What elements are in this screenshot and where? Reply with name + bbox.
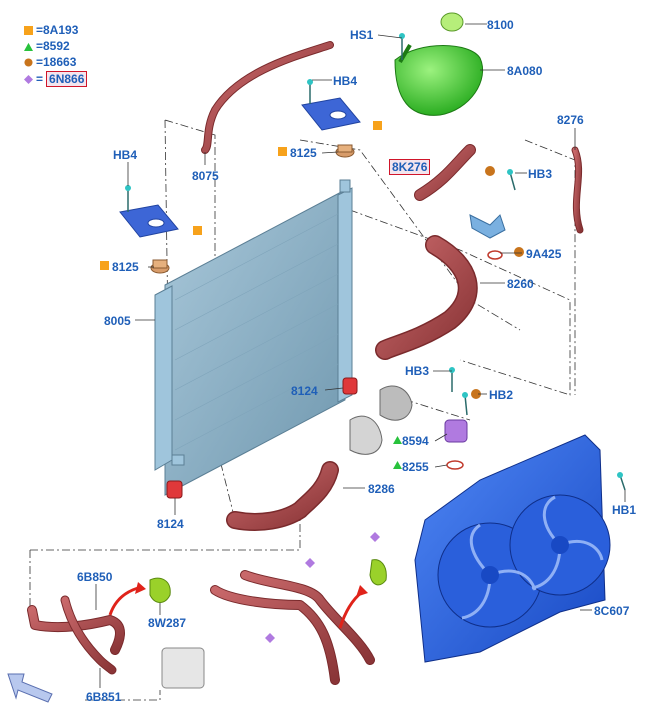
label-hs1: HS1 bbox=[350, 28, 374, 42]
o-ring-8255 bbox=[446, 460, 464, 470]
triangle-symbol-icon bbox=[24, 42, 33, 51]
label-hb1: HB1 bbox=[612, 503, 637, 517]
label-8w287: 8W287 bbox=[148, 616, 187, 630]
grommet-8125-left bbox=[150, 259, 170, 274]
label-6b850: 6B850 bbox=[77, 570, 113, 584]
square-markers bbox=[100, 121, 382, 270]
clip-right bbox=[369, 559, 387, 586]
label-8100: 8100 bbox=[487, 18, 514, 32]
navigation-arrow-icon bbox=[7, 673, 53, 703]
outlet-8594 bbox=[444, 419, 468, 443]
leader-lines bbox=[95, 23, 626, 688]
label-8276: 8276 bbox=[557, 113, 584, 127]
legend-text: =8592 bbox=[36, 39, 70, 53]
bracket-hb4-left bbox=[119, 204, 179, 238]
label-hb4-left: HB4 bbox=[113, 148, 138, 162]
legend-square: =8A193 bbox=[24, 23, 78, 37]
label-8255: 8255 bbox=[402, 460, 429, 474]
connector-8124-low bbox=[166, 480, 183, 499]
bracket-hb4-top bbox=[301, 97, 361, 131]
label-8c607: 8C607 bbox=[594, 604, 630, 618]
label-8k276-highlight: 8K276 bbox=[389, 159, 431, 175]
legend-triangle: =8592 bbox=[24, 39, 70, 53]
legend-diamond: = 6N866 bbox=[24, 71, 88, 87]
legend-text: = bbox=[36, 72, 44, 86]
diamond-markers bbox=[265, 532, 380, 643]
label-hb4-top: HB4 bbox=[333, 74, 358, 88]
legend-text: =8A193 bbox=[36, 23, 79, 37]
legend-text: =18663 bbox=[36, 55, 77, 69]
legend-code-highlight: 6N866 bbox=[46, 71, 88, 87]
clip-8w287 bbox=[149, 577, 171, 603]
square-symbol-icon bbox=[24, 25, 33, 35]
label-8005: 8005 bbox=[104, 314, 131, 328]
label-8594: 8594 bbox=[402, 434, 429, 448]
vent-fitting bbox=[469, 214, 506, 239]
red-arrowheads bbox=[135, 582, 368, 597]
circle-symbol-icon bbox=[24, 57, 33, 67]
grommet-8125-top bbox=[335, 144, 355, 158]
connector-8124-mid bbox=[342, 377, 358, 395]
fan-shroud-8c607 bbox=[414, 434, 611, 663]
hoses bbox=[27, 41, 584, 685]
label-8260: 8260 bbox=[507, 277, 534, 291]
label-9a425: 9A425 bbox=[526, 247, 562, 261]
radiator-8005 bbox=[154, 179, 353, 496]
label-8124-low: 8124 bbox=[157, 517, 184, 531]
label-8124-mid: 8124 bbox=[291, 384, 318, 398]
label-8125-top: 8125 bbox=[290, 146, 317, 160]
module-gray bbox=[161, 647, 205, 689]
label-hb3-mid: HB3 bbox=[405, 364, 430, 378]
diamond-symbol-icon bbox=[24, 74, 33, 84]
label-hb2: HB2 bbox=[489, 388, 514, 402]
label-8286: 8286 bbox=[368, 482, 395, 496]
circle-markers bbox=[471, 166, 524, 399]
label-8a080: 8A080 bbox=[507, 64, 543, 78]
label-hb3-top: HB3 bbox=[528, 167, 553, 181]
label-8075: 8075 bbox=[192, 169, 219, 183]
label-6b851: 6B851 bbox=[86, 690, 122, 704]
fastener-heads bbox=[125, 33, 623, 478]
triangle-markers bbox=[393, 436, 402, 469]
label-8125-left: 8125 bbox=[112, 260, 139, 274]
legend-circle: =18663 bbox=[24, 55, 76, 69]
o-ring-9a425 bbox=[487, 250, 503, 260]
thermostat-housing bbox=[349, 385, 413, 455]
degas-bottle-8a080 bbox=[394, 12, 484, 116]
